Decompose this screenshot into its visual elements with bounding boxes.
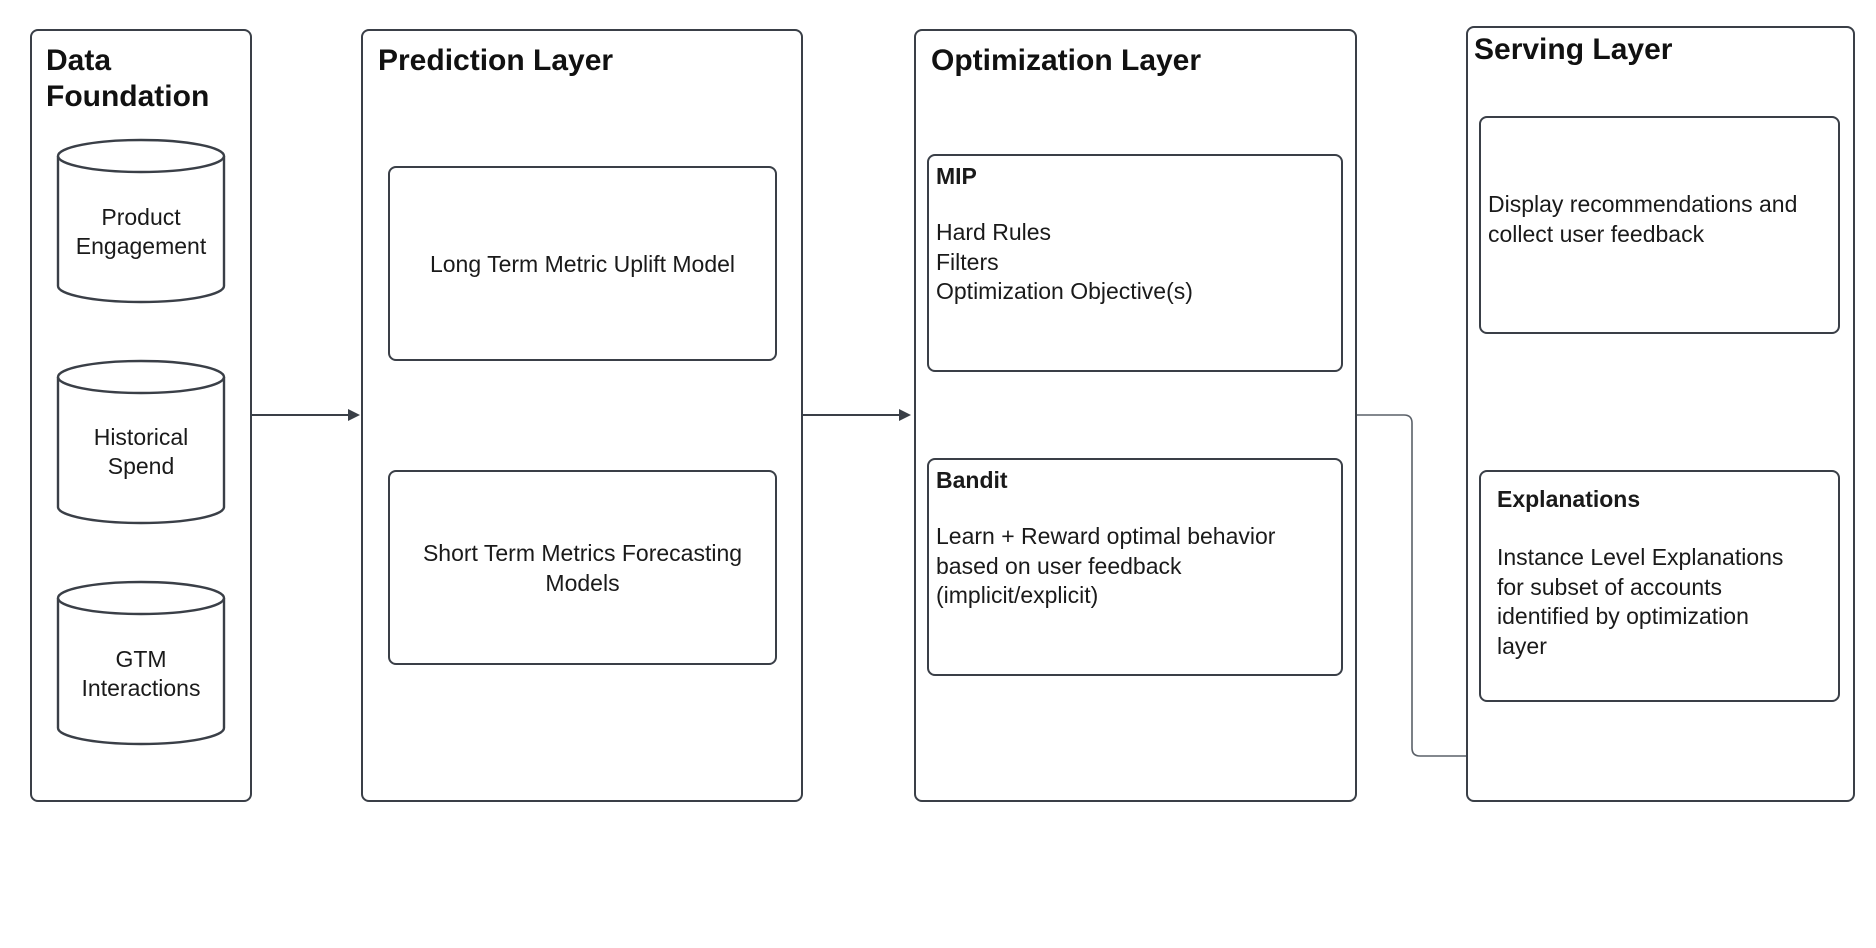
explanations-box: Explanations Instance Level Explanations… bbox=[1479, 470, 1840, 702]
bandit-line: based on user feedback bbox=[936, 552, 1182, 579]
long-term-metric-uplift-model: Long Term Metric Uplift Model bbox=[388, 166, 777, 361]
mip-title: MIP bbox=[936, 163, 977, 189]
explanations-details: Instance Level Explanations for subset o… bbox=[1497, 543, 1783, 661]
product-engagement-database-icon bbox=[56, 138, 226, 304]
explanations-line: identified by optimization bbox=[1497, 603, 1749, 629]
prediction-layer-title: Prediction Layer bbox=[378, 44, 614, 77]
source-product-engagement: Product Engagement bbox=[75, 203, 207, 260]
data-foundation-title: Data Foundation bbox=[46, 44, 210, 113]
mip-line: Filters bbox=[936, 248, 999, 275]
bandit-box: Bandit Learn + Reward optimal behavior b… bbox=[927, 458, 1343, 676]
historical-spend-database-icon bbox=[56, 359, 226, 525]
explanations-line: for subset of accounts bbox=[1497, 573, 1723, 600]
display-line: Display recommendations and bbox=[1488, 191, 1798, 217]
mip-details: Hard Rules Filters Optimization Objectiv… bbox=[936, 218, 1193, 307]
bandit-details: Learn + Reward optimal behavior based on… bbox=[936, 522, 1275, 611]
bandit-title: Bandit bbox=[936, 467, 1008, 493]
gtm-interactions-database-icon bbox=[56, 580, 226, 746]
explanations-line: layer bbox=[1497, 632, 1547, 659]
source-historical-spend: Historical Spend bbox=[93, 423, 189, 480]
mip-line: Hard Rules bbox=[936, 219, 1052, 245]
bandit-line: Learn + Reward optimal behavior bbox=[936, 523, 1276, 549]
mip-line: Optimization Objective(s) bbox=[936, 278, 1193, 304]
source-gtm-interactions: GTM Interactions bbox=[81, 645, 201, 702]
mip-box: MIP Hard Rules Filters Optimization Obje… bbox=[927, 154, 1343, 372]
serving-layer-title: Serving Layer bbox=[1474, 33, 1673, 66]
bandit-line: (implicit/explicit) bbox=[936, 582, 1099, 608]
display-line: collect user feedback bbox=[1488, 220, 1705, 247]
prediction-layer: Prediction Layer bbox=[361, 29, 803, 802]
display-details: Display recommendations and collect user… bbox=[1488, 190, 1797, 249]
optimization-layer: Optimization Layer bbox=[914, 29, 1357, 802]
explanations-line: Instance Level Explanations bbox=[1497, 544, 1784, 570]
explanations-title: Explanations bbox=[1497, 486, 1641, 512]
short-term-metrics-forecasting-models: Short Term Metrics Forecasting Models bbox=[388, 470, 777, 665]
optimization-layer-title: Optimization Layer bbox=[931, 44, 1202, 77]
display-recommendations-box: Display recommendations and collect user… bbox=[1479, 116, 1840, 334]
